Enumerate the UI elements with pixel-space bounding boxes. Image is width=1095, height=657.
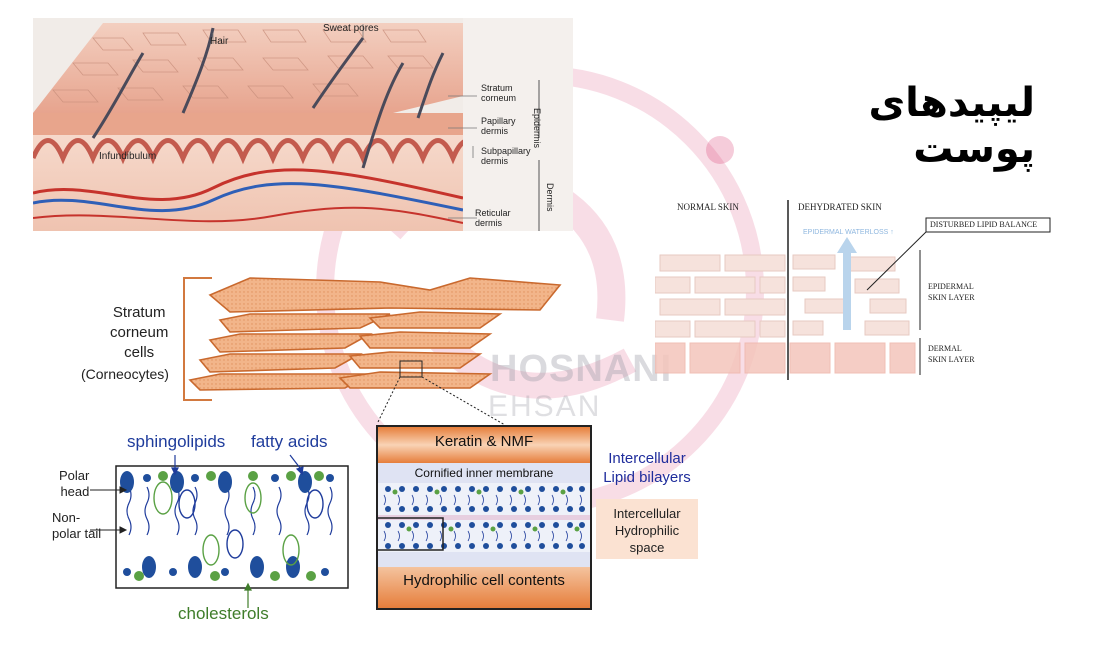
- dehydration-drawing: [654, 200, 1051, 380]
- label-dermis: Dermis: [545, 183, 555, 212]
- label-cholesterols: cholesterols: [178, 604, 269, 623]
- label-disturbed-lipid-balance: DISTURBED LIPID BALANCE: [930, 220, 1038, 229]
- label-keratin-nmf: Keratin & NMF: [434, 433, 534, 450]
- label-cornified-membrane: Cornified inner membrane: [414, 466, 554, 480]
- skin-anatomy-drawing: [33, 18, 573, 231]
- label-corneocytes: (Corneocytes): [81, 366, 169, 382]
- label-sphingolipids: sphingolipids: [127, 432, 226, 451]
- label-infundibulum: Infundibulum: [99, 151, 157, 162]
- label-hair: Hair: [210, 36, 229, 47]
- label-nonpolar-tail: Non- polar tail: [52, 510, 102, 541]
- corneocyte-stack: [183, 277, 562, 426]
- label-epidermal-skin-layer: EPIDERMAL SKIN LAYER: [928, 282, 975, 302]
- bilayer-pointers: [90, 454, 304, 608]
- label-stratum-corneum-cells: Stratum corneum cells: [110, 304, 169, 361]
- label-subpapillary-dermis: Subpapillary dermis: [481, 146, 531, 166]
- label-polar-head: Polar head: [59, 468, 90, 499]
- label-stratum-corneum: Stratum corneum: [481, 83, 517, 103]
- layer-cross-section: [376, 425, 592, 610]
- dehydration-figure: NORMAL SKIN DEHYDRATED SKIN DISTURBED LI…: [654, 195, 1055, 385]
- label-intercellular-lipid-bilayers: Intercellular Lipid bilayers: [603, 450, 691, 486]
- lipid-bilayer-diagram: [115, 465, 349, 589]
- skin-anatomy-figure: Hair Sweat pores Infundibulum Stratum co…: [33, 18, 573, 231]
- watermark-text-2: EHSAN: [488, 390, 602, 423]
- intercellular-hydrophilic-box: [596, 499, 698, 559]
- slide-title: لیپیدهای پوست: [868, 80, 1035, 172]
- label-fatty-acids: fatty acids: [251, 432, 328, 451]
- label-epidermis: Epidermis: [532, 108, 542, 149]
- label-normal-skin: NORMAL SKIN: [677, 202, 739, 212]
- label-dermal-skin-layer: DERMAL SKIN LAYER: [928, 344, 975, 364]
- label-papillary-dermis: Papillary dermis: [481, 116, 516, 136]
- label-dehydrated-skin: DEHYDRATED SKIN: [798, 202, 882, 212]
- label-sweat-pores: Sweat pores: [323, 23, 379, 34]
- label-reticular-dermis: Reticular dermis: [475, 208, 511, 228]
- label-intercellular-hydrophilic-space: Intercellular Hydrophilic space: [613, 506, 681, 555]
- label-epidermal-waterloss: EPIDERMAL WATERLOSS ↑: [803, 229, 894, 236]
- label-hydrophilic-cell-contents: Hydrophilic cell contents: [403, 572, 565, 589]
- watermark-text-1: HOSNANI: [490, 348, 673, 390]
